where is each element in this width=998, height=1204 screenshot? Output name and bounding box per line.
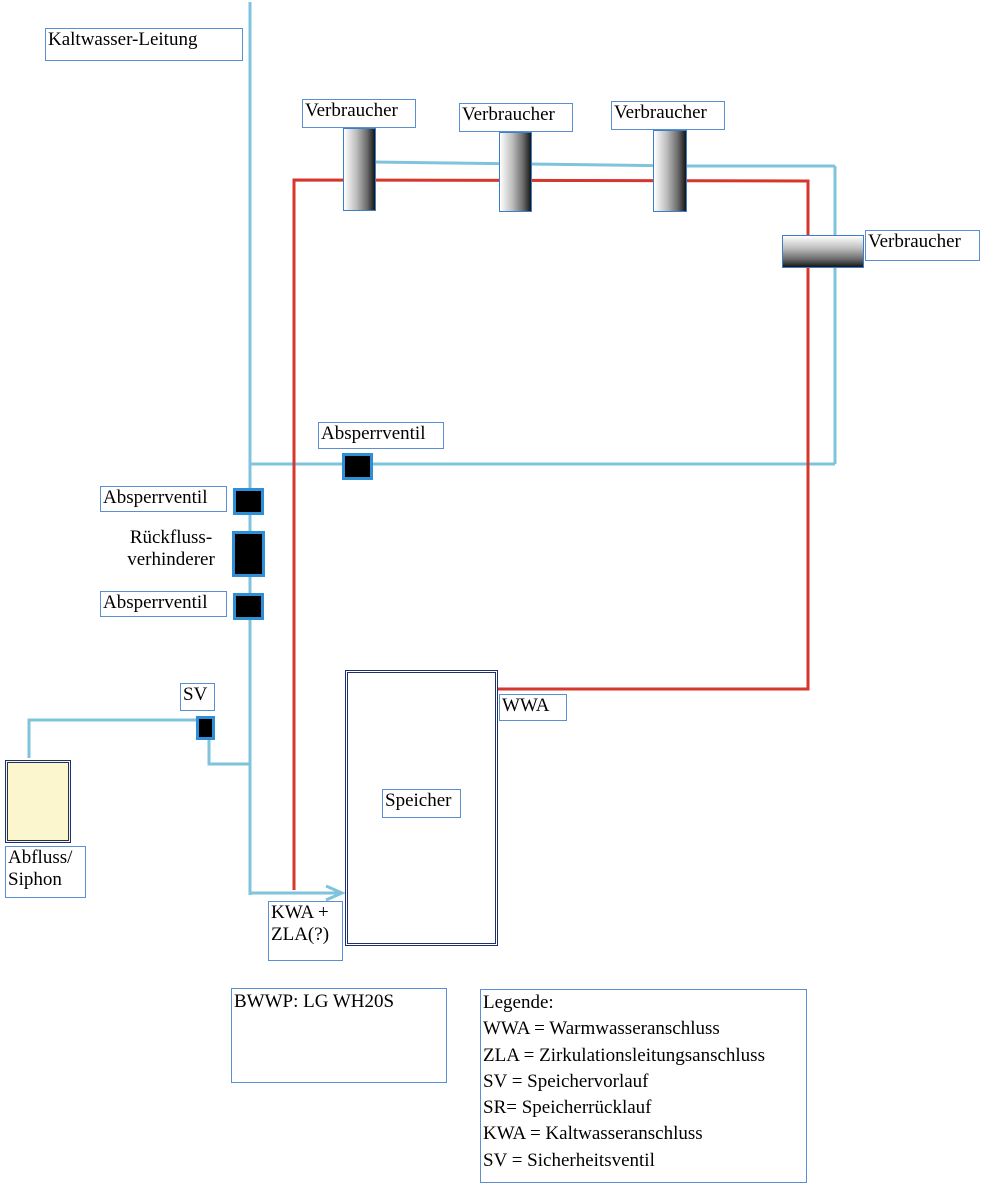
shutoff-valve-circulation xyxy=(342,453,373,480)
consumer-label-1: Verbraucher xyxy=(302,99,416,128)
legend-item: SV = Sicherheitsventil xyxy=(483,1149,655,1171)
shutoff-valve-lower xyxy=(233,593,264,620)
hot-water-loop xyxy=(292,178,810,890)
legend-item: SR= Speicherrücklauf xyxy=(483,1097,652,1119)
legend-item: SV = Speichervorlauf xyxy=(483,1070,649,1092)
legend-item: ZLA = Zirkulationsleitungsanschluss xyxy=(483,1044,765,1066)
consumer-label-2: Verbraucher xyxy=(459,103,573,132)
backflow-preventer xyxy=(232,531,265,577)
drain-siphon xyxy=(5,760,71,843)
legend-item: KWA = Kaltwasseranschluss xyxy=(483,1123,703,1145)
consumer-fixture-3 xyxy=(653,130,687,212)
safety-valve xyxy=(196,716,215,740)
device-box: BWWP: LG WH20S xyxy=(231,988,447,1083)
shutoff-valve-lower-label: Absperrventil xyxy=(100,591,227,617)
cold-inlet-label-line1: KWA + xyxy=(271,902,329,923)
cold-inlet-arrow-head xyxy=(325,884,346,902)
shutoff-valve-circulation-label: Absperrventil xyxy=(318,422,444,449)
legend-title: Legende: xyxy=(483,992,554,1013)
consumer-fixture-1 xyxy=(343,128,376,211)
backflow-preventer-label: Rückfluss- verhinderer xyxy=(115,527,227,579)
hot-water-connection-label: WWA xyxy=(499,694,567,721)
consumer-label-4: Verbraucher xyxy=(865,230,980,261)
cold-inlet-label-line2: ZLA(?) xyxy=(271,924,330,945)
consumer-label-3: Verbraucher xyxy=(611,101,725,130)
drain-label-line1: Abfluss/ xyxy=(8,847,73,868)
safety-valve-branch xyxy=(27,718,250,766)
legend-item: WWA = Warmwasseranschluss xyxy=(483,1018,720,1040)
consumer-fixture-2 xyxy=(499,132,532,212)
cold-consumer-line xyxy=(375,160,835,168)
drain-label-line2: Siphon xyxy=(8,869,62,890)
drain-label: Abfluss/ Siphon xyxy=(5,846,86,898)
consumer-fixture-4 xyxy=(782,235,864,268)
shutoff-valve-upper-label: Absperrventil xyxy=(100,486,227,512)
storage-tank-label: Speicher xyxy=(382,789,461,818)
cold-water-line-label: Kaltwasser-Leitung xyxy=(45,28,243,61)
safety-valve-label: SV xyxy=(180,683,215,711)
backflow-preventer-label-line1: Rückfluss- xyxy=(129,527,213,548)
device-box-text: BWWP: LG WH20S xyxy=(234,991,395,1012)
shutoff-valve-upper xyxy=(233,488,264,515)
cold-inlet-label: KWA + ZLA(?) xyxy=(268,901,343,961)
backflow-preventer-label-line2: verhinderer xyxy=(127,549,215,570)
legend-box: Legende: WWA = Warmwasseranschluss ZLA =… xyxy=(480,989,807,1183)
